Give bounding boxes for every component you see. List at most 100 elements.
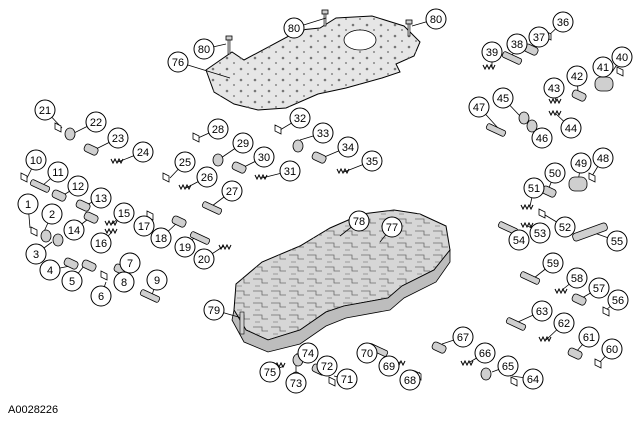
part-clip (54, 122, 62, 133)
callout-number: 41 (597, 62, 609, 74)
callout-15: 15 (113, 202, 135, 224)
callout-circle (336, 368, 358, 390)
callout-circle (578, 326, 600, 348)
callout-number: 75 (264, 367, 276, 379)
callout-50: 50 (544, 162, 566, 184)
callout-30: 30 (253, 146, 275, 168)
callout-circle (481, 41, 503, 63)
part-clip (588, 172, 596, 183)
callout-33: 33 (312, 122, 334, 144)
callout-number: 34 (342, 142, 354, 154)
callout-circle (531, 300, 553, 322)
part-cyl (63, 257, 79, 270)
callout-circle (523, 177, 545, 199)
callout-circle (113, 202, 135, 224)
callout-circle (611, 46, 633, 68)
callout-circle (452, 326, 474, 348)
part-spring (460, 359, 474, 367)
part-cyl (75, 199, 91, 212)
callout-number: 64 (527, 374, 539, 386)
callout-number: 23 (112, 133, 124, 145)
part-cyl (83, 143, 99, 156)
callout-number: 8 (121, 277, 127, 289)
callout-circle (193, 248, 215, 270)
part-disc (526, 119, 538, 133)
part-spool (485, 123, 507, 137)
callout-circle (34, 99, 56, 121)
callout-number: 27 (226, 186, 238, 198)
callout-44: 44 (560, 117, 582, 139)
callout-75: 75 (259, 361, 281, 383)
callout-circle (146, 269, 168, 291)
part-spring (110, 157, 124, 165)
callout-circle (381, 216, 403, 238)
callout-circle (531, 127, 553, 149)
part-spool (201, 201, 223, 215)
callout-circle (259, 361, 281, 383)
callout-number: 20 (198, 254, 210, 266)
callout-number: 69 (383, 361, 395, 373)
part-spring (554, 287, 568, 295)
callout-80a: 80 (193, 38, 215, 60)
callout-number: 7 (127, 258, 133, 270)
part-spring (178, 183, 192, 191)
callout-number: 40 (616, 52, 628, 64)
callout-21: 21 (34, 99, 56, 121)
callout-number: 53 (534, 228, 546, 240)
callout-circle (601, 338, 623, 360)
callout-number: 37 (533, 32, 545, 44)
callout-circle (253, 146, 275, 168)
callout-60: 60 (601, 338, 623, 360)
part-clip (162, 172, 170, 183)
callout-37: 37 (528, 26, 550, 48)
callout-circle (39, 259, 61, 281)
callout-number: 5 (69, 276, 75, 288)
callout-64: 64 (522, 368, 544, 390)
callout-72: 72 (316, 355, 338, 377)
callout-circle (25, 149, 47, 171)
part-disc (64, 127, 76, 141)
callout-number: 6 (98, 291, 104, 303)
callout-number: 10 (30, 155, 42, 167)
callout-number: 80 (198, 44, 210, 56)
callout-number: 60 (606, 344, 618, 356)
callout-circle (119, 252, 141, 274)
callout-number: 17 (138, 221, 150, 233)
callout-8: 8 (113, 271, 135, 293)
callout-54: 54 (508, 229, 530, 251)
callout-number: 50 (549, 168, 561, 180)
part-spring (538, 335, 552, 343)
callout-circle (133, 215, 155, 237)
part-spring (336, 167, 350, 175)
separator-plate (205, 15, 421, 111)
callout-circle (497, 355, 519, 377)
part-cyl (171, 215, 187, 228)
callout-number: 51 (528, 183, 540, 195)
callout-number: 78 (353, 216, 365, 228)
callout-circle (588, 277, 610, 299)
callout-78: 78 (348, 210, 370, 232)
callout-6: 6 (90, 285, 112, 307)
part-disc (518, 111, 530, 125)
callout-circle (544, 162, 566, 184)
part-spring (548, 97, 562, 105)
callout-circle (474, 342, 496, 364)
part-clip (328, 376, 336, 387)
callout-11: 11 (47, 161, 69, 183)
callout-5: 5 (61, 270, 83, 292)
callout-circle (378, 355, 400, 377)
callout-circle (337, 136, 359, 158)
callout-number: 16 (95, 238, 107, 250)
callout-2: 2 (41, 203, 63, 225)
part-cyl (431, 341, 447, 354)
part-coil (594, 76, 614, 92)
callout-3: 3 (25, 243, 47, 265)
callout-number: 48 (597, 153, 609, 165)
callout-26: 26 (196, 166, 218, 188)
callout-66: 66 (474, 342, 496, 364)
callout-17: 17 (133, 215, 155, 237)
part-spring (520, 203, 534, 211)
callout-59: 59 (542, 252, 564, 274)
callout-circle (543, 77, 565, 99)
